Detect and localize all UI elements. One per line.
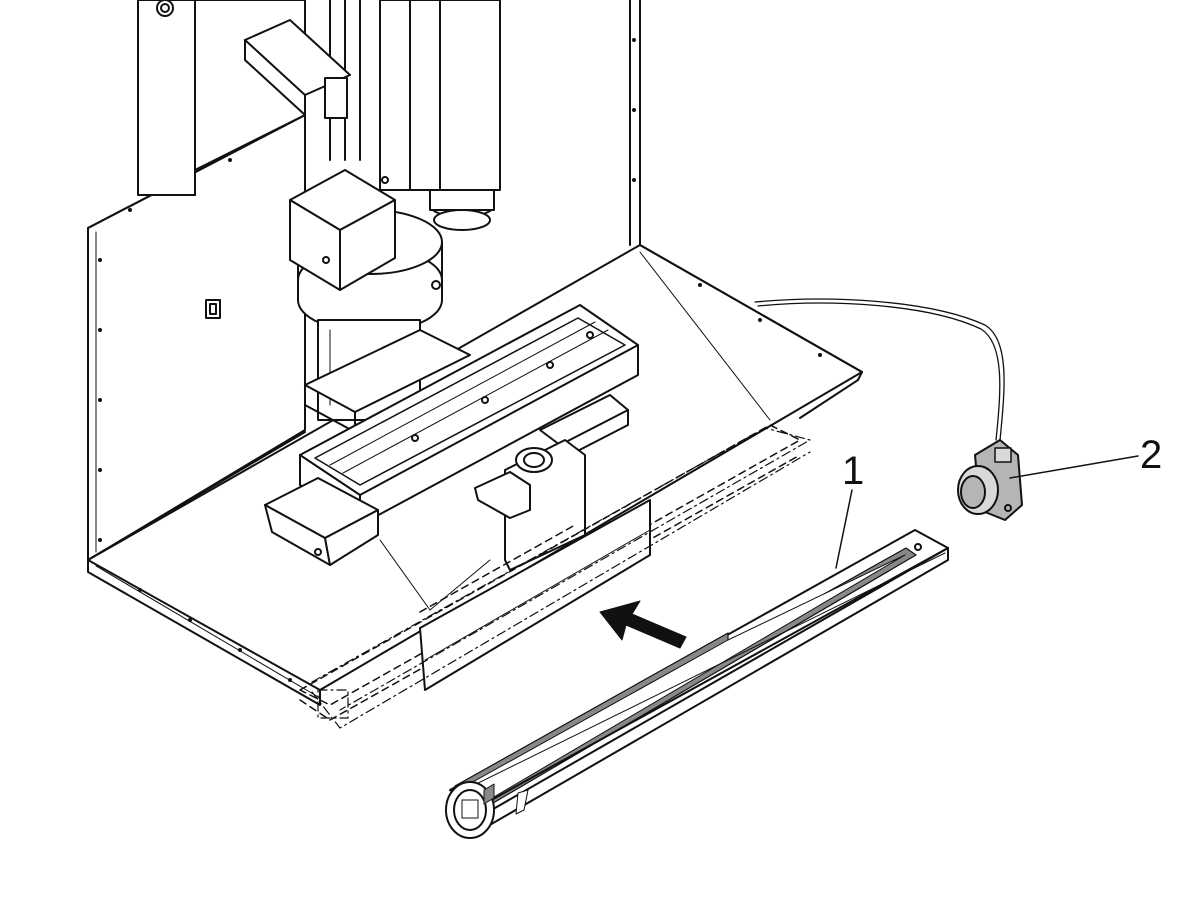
trough-installed-ghost (311, 427, 811, 729)
auger-motor (754, 298, 1023, 521)
callout-2-leader (1009, 455, 1139, 479)
support-arm (244, 19, 351, 119)
spindle-head (329, 0, 501, 231)
base-pedestal (419, 499, 651, 691)
chip-auger-trough (445, 529, 949, 839)
callout-2-label: 2 (1140, 433, 1162, 477)
install-arrow (599, 600, 687, 649)
enclosure-right-column (629, 0, 641, 246)
saddle-casting (474, 439, 586, 571)
panel-bracket (205, 299, 221, 319)
callout-1-label: 1 (842, 449, 864, 493)
x-axis-motor-housing (264, 477, 379, 566)
callout-1-leader (835, 489, 853, 569)
tool-changer (289, 169, 443, 333)
